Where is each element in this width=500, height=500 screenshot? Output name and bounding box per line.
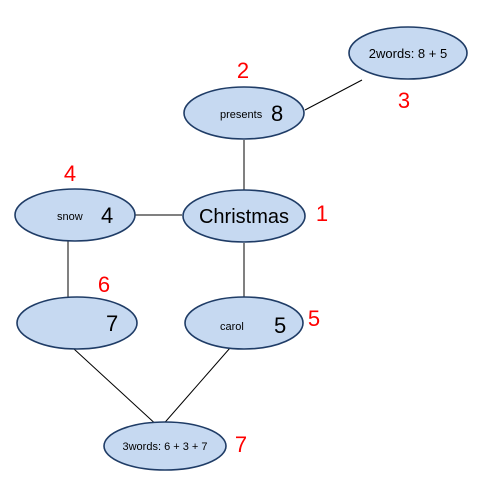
node-two-words: 2words: 8 + 5	[348, 26, 468, 80]
node-presents-number: 8	[271, 101, 283, 126]
order-label-christmas: 1	[316, 201, 328, 226]
node-carol-number: 5	[274, 313, 286, 338]
node-three-words: 3words: 6 + 3 + 7	[103, 421, 227, 471]
order-label-carol: 5	[308, 306, 320, 331]
order-label-three-words: 7	[235, 432, 247, 457]
node-three-words-label: 3words: 6 + 3 + 7	[123, 441, 208, 453]
node-presents: presents 8	[183, 86, 305, 140]
node-christmas-label: Christmas	[199, 206, 289, 228]
edge-presents-2words	[304, 79, 363, 111]
order-label-presents: 2	[237, 58, 249, 83]
node-christmas: Christmas	[182, 189, 306, 243]
node-snow: snow 4	[14, 188, 136, 242]
node-blank: 7	[16, 296, 138, 350]
order-label-two-words: 3	[398, 88, 410, 113]
edge-carol-3words	[159, 347, 231, 429]
node-two-words-label: 2words: 8 + 5	[369, 46, 447, 61]
node-snow-label: snow	[57, 211, 83, 223]
node-presents-label: presents	[220, 109, 263, 121]
order-label-blank: 6	[98, 272, 110, 297]
node-carol: carol 5	[184, 296, 304, 350]
node-blank-number: 7	[106, 311, 118, 336]
node-carol-label: carol	[220, 321, 244, 333]
edge-blank-3words	[73, 348, 161, 429]
order-label-snow: 4	[64, 161, 76, 186]
node-snow-number: 4	[101, 203, 113, 228]
